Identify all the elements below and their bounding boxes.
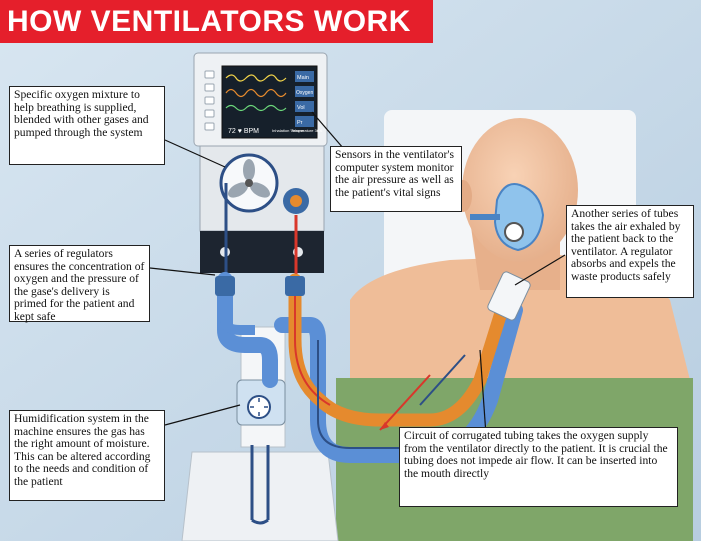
mask-connector <box>504 222 524 242</box>
flow-arrow-blue <box>419 354 466 406</box>
inner-red-line <box>294 290 331 406</box>
regulator-left <box>215 276 235 296</box>
humidifier-dial <box>247 395 271 419</box>
callout-regulators: A series of regulators ensures the conce… <box>9 245 150 323</box>
callout-leaders <box>149 111 566 436</box>
ventilator-control-buttons <box>204 70 215 131</box>
fan-icon <box>228 159 270 198</box>
callout-oxygen-mixture: Specific oxygen mixture to help breathin… <box>9 86 165 165</box>
regulator-right <box>285 276 305 296</box>
monitor-button-oxygen: Oxygen <box>296 90 313 96</box>
monitor-button-pr: Pr <box>297 120 303 126</box>
callout-exhale-tubes: Another series of tubes takes the air ex… <box>566 205 694 298</box>
monitor-temperature-label: Temperature 36.6 <box>291 128 323 133</box>
ventilator-cart <box>181 451 339 541</box>
monitor-heart-rate: 72 ♥ BPM <box>228 128 259 135</box>
sensor-core <box>290 195 302 207</box>
mask-strap <box>470 214 500 220</box>
flow-arrow-red <box>379 374 431 431</box>
page-title: HOW VENTILATORS WORK <box>7 5 411 38</box>
title-banner: HOW VENTILATORS WORK <box>0 0 433 43</box>
callout-sensors: Sensors in the ventilator's computer sys… <box>330 146 462 212</box>
humidifier-dial-marks <box>250 398 268 416</box>
monitor-waveforms <box>225 74 287 112</box>
monitor-button-vol: Vol <box>297 105 305 111</box>
callout-circuit: Circuit of corrugated tubing takes the o… <box>399 427 678 507</box>
blue-inner-line <box>317 340 420 449</box>
left-blue-loop <box>220 280 255 335</box>
flow-arrow-red-head <box>380 422 389 430</box>
monitor-button-main: Main <box>297 75 309 81</box>
ventilator-base-panel <box>200 231 324 273</box>
tube-connector <box>487 271 531 321</box>
callout-humidification: Humidification system in the machine ens… <box>9 410 165 501</box>
monitor-inhalation-label: Inhalation Volume <box>272 128 305 133</box>
monitor-side-buttons <box>295 71 314 127</box>
regulator-loop <box>250 445 270 525</box>
